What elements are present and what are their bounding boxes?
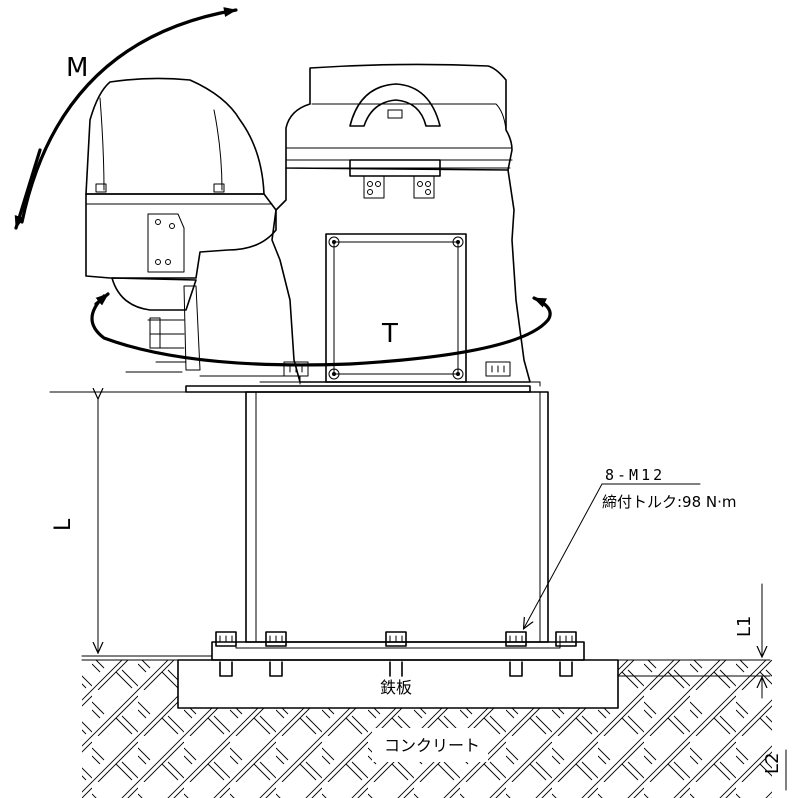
bolt xyxy=(215,631,237,677)
bolt xyxy=(385,631,407,677)
bolt xyxy=(265,631,287,677)
concrete-ground xyxy=(81,659,772,798)
robot-body xyxy=(85,63,541,393)
moment-label: M xyxy=(66,53,88,83)
pedestal xyxy=(49,391,585,661)
dimension-l xyxy=(81,398,213,657)
bolt-group xyxy=(215,631,577,677)
torsion-label: T xyxy=(381,319,398,349)
bolt xyxy=(505,631,527,677)
dimension-l-label: L xyxy=(51,518,76,531)
torque-label: 締付トルク:98 N·m xyxy=(602,493,737,511)
steel-plate-label: 鉄板 xyxy=(380,678,412,697)
dimension-l2-label: L2 xyxy=(762,753,783,774)
bolt-spec-label: 8-M12 xyxy=(605,466,665,484)
dimension-l1-label: L1 xyxy=(734,616,755,637)
concrete-label: コンクリート xyxy=(384,736,480,755)
bolt xyxy=(555,631,577,677)
moment-arrow xyxy=(14,7,238,230)
torsion-arrow xyxy=(90,292,552,367)
bolt-callout-leader xyxy=(524,483,701,628)
